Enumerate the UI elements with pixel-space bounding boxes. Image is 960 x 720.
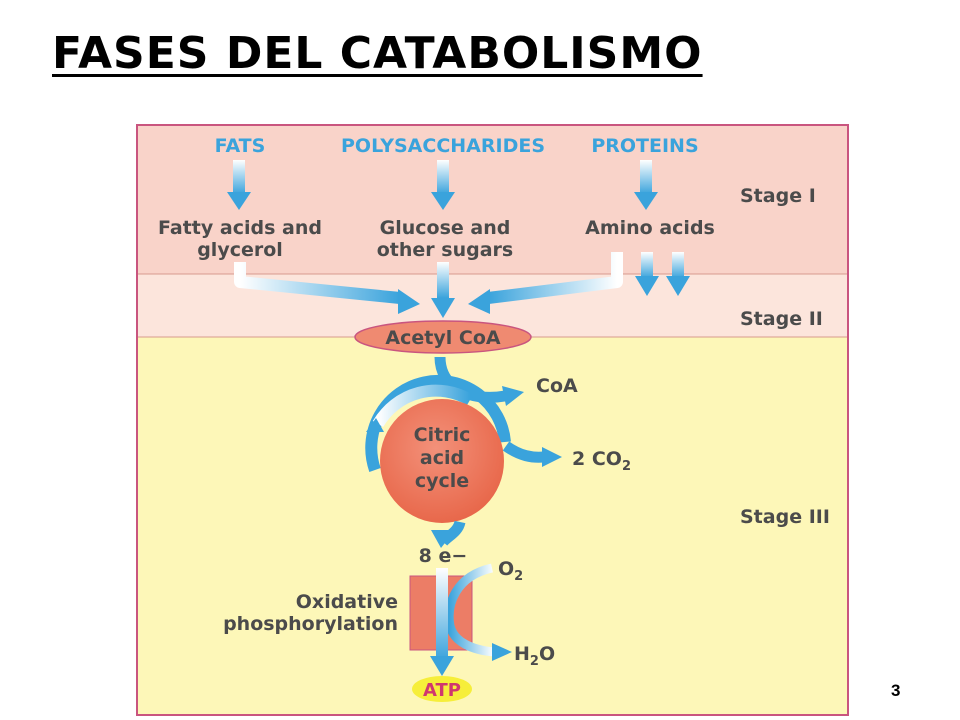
source-fats: FATS: [215, 135, 266, 157]
co2-label: 2 CO2: [572, 448, 631, 474]
cycle-label-line2: acid: [420, 447, 464, 469]
electrons-label: 8 e−: [419, 545, 468, 567]
arrow-electrons-to-atp: [430, 568, 454, 676]
o2-subscript: 2: [514, 569, 523, 584]
arrow-o2-to-h2o: [444, 563, 512, 661]
h2o-o: O: [539, 643, 555, 665]
coa-label: CoA: [536, 375, 578, 397]
h2o-label: H2O: [514, 643, 555, 669]
cycle-label-line3: cycle: [415, 470, 469, 492]
h2o-subscript: 2: [530, 654, 539, 669]
product-fatty-acids-line1: Fatty acids and: [158, 217, 322, 239]
arrow-fats-down: [227, 160, 251, 210]
source-proteins: PROTEINS: [591, 135, 698, 157]
product-glucose-line1: Glucose and: [380, 217, 511, 239]
arrow-glucose-to-acetyl: [431, 262, 455, 318]
arrow-co2-release: [502, 441, 562, 467]
cycle-ring: [365, 374, 511, 472]
cycle-label-line1: Citric: [414, 424, 471, 446]
arrow-amino-exit-1: [635, 252, 659, 296]
citric-acid-cycle-node: [380, 399, 504, 523]
diagram-frame: [136, 124, 849, 716]
arrow-amino-exit-2: [666, 252, 690, 296]
oxphos-label-line2: phosphorylation: [223, 613, 398, 635]
arrow-amino-to-acetyl: [468, 252, 623, 314]
h2o-h: H: [514, 643, 530, 665]
product-amino-acids: Amino acids: [585, 217, 715, 239]
atp-node: [412, 676, 472, 702]
co2-prefix: 2 CO: [572, 448, 622, 470]
arrow-fatty-to-acetyl: [234, 262, 420, 314]
acetyl-coa-label: Acetyl CoA: [385, 327, 500, 349]
slide-title: FASES DEL CATABOLISMO: [52, 28, 703, 79]
product-glucose-line2: other sugars: [377, 239, 513, 261]
arrow-proteins-down: [634, 160, 658, 210]
o2-main: O: [498, 558, 514, 580]
source-polysaccharides: POLYSACCHARIDES: [341, 135, 545, 157]
arrow-cycle-to-electrons: [431, 520, 466, 548]
product-fatty-acids-line2: glycerol: [197, 239, 283, 261]
oxphos-label-line1: Oxidative: [296, 591, 398, 613]
co2-subscript: 2: [622, 459, 631, 474]
o2-label: O2: [498, 558, 523, 584]
stage-3-label: Stage III: [740, 506, 830, 528]
stage-1-band: [137, 125, 848, 274]
page-number: 3: [891, 681, 901, 700]
arrow-polysaccharides-down: [431, 160, 455, 210]
stage-2-label: Stage II: [740, 308, 823, 330]
acetyl-coa-node: [354, 320, 532, 354]
atp-label: ATP: [423, 680, 461, 701]
stage-1-label: Stage I: [740, 185, 816, 207]
